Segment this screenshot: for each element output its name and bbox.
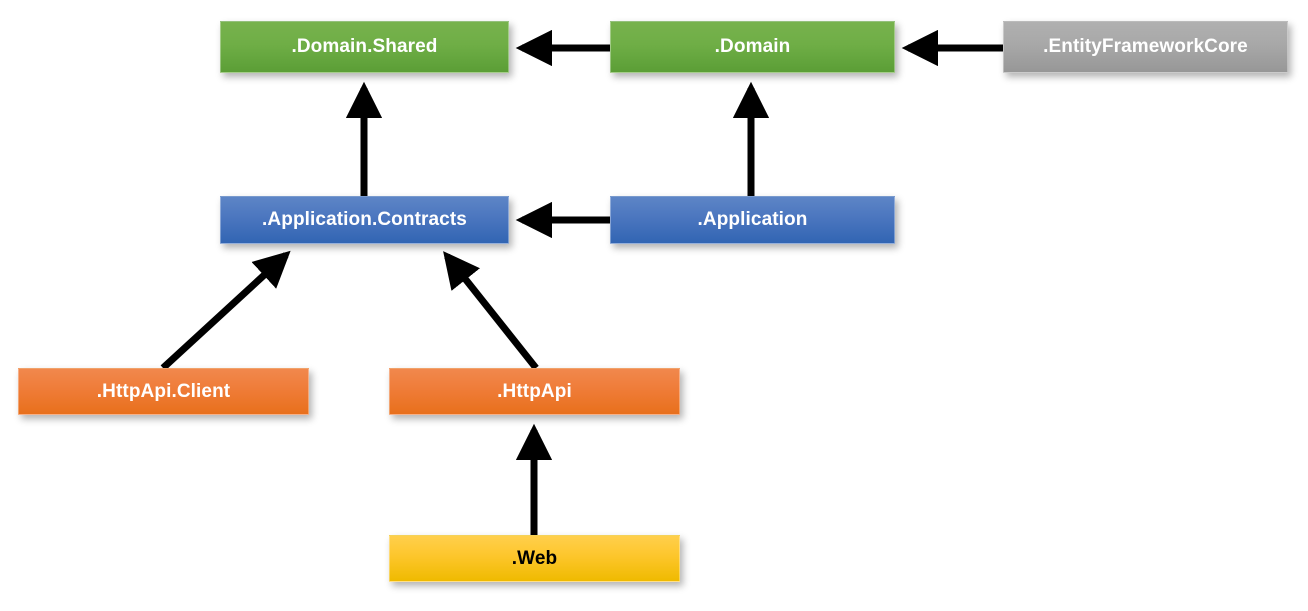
node-application[interactable]: .Application — [610, 196, 895, 244]
arrow-httpapi-to-application-contracts — [443, 251, 539, 371]
arrow-httpapi-client-to-application-contracts — [160, 250, 291, 371]
node-httpapi-client[interactable]: .HttpApi.Client — [18, 368, 309, 415]
node-httpapi[interactable]: .HttpApi — [389, 368, 680, 415]
node-domain[interactable]: .Domain — [610, 21, 895, 73]
node-web[interactable]: .Web — [389, 535, 680, 582]
node-application-contracts[interactable]: .Application.Contracts — [220, 196, 509, 244]
node-domain-shared[interactable]: .Domain.Shared — [220, 21, 509, 73]
node-entity-framework-core[interactable]: .EntityFrameworkCore — [1003, 21, 1288, 73]
